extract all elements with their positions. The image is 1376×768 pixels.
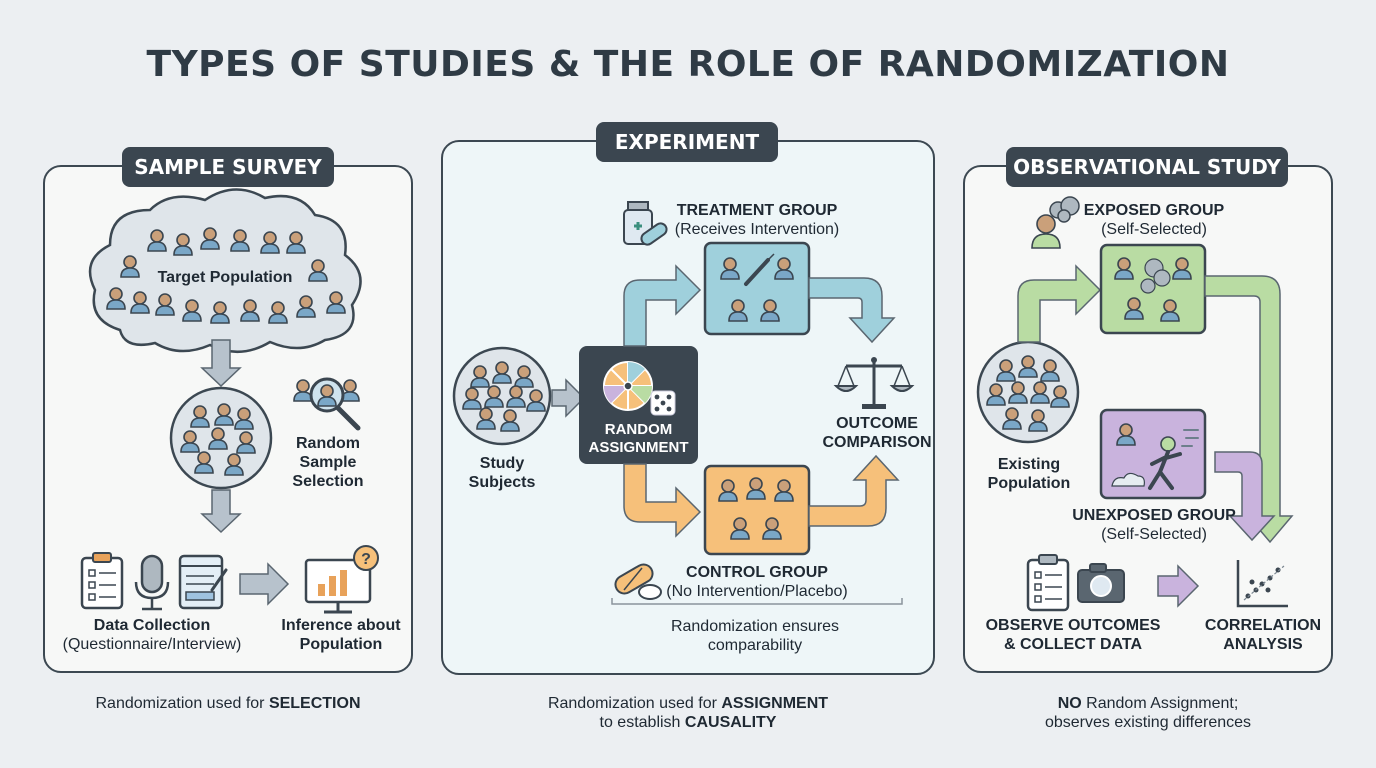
magnifier-icon [293,377,361,431]
random-assignment-box [579,346,698,464]
form-icon [178,554,228,610]
arrow-to-exposed [1017,264,1102,343]
arrow-right-observe [1157,564,1200,608]
sample-circle [169,386,273,490]
medicine-bottle-icon [623,201,668,246]
treatment-group-box [703,241,811,336]
monitor-chart-icon: ? [304,545,379,614]
arrow-down-2 [200,489,242,534]
experiment-caption: Randomization used for ASSIGNMENT to est… [547,695,829,731]
clipboard-icon-observe [1026,554,1070,612]
arrow-right-survey [239,562,290,606]
smoker-icon [1031,196,1080,249]
control-group-box [703,464,811,556]
camera-icon [1077,563,1125,603]
data-collection-label: Data Collection(Questionnaire/Interview) [62,617,242,653]
arrow-control-to-outcome [808,454,900,527]
observe-outcomes-label: OBSERVE OUTCOMES& COLLECT DATA [985,617,1161,653]
arrow-treatment-to-outcome [808,277,896,344]
clipboard-icon [80,552,124,610]
unexposed-group-box [1099,408,1207,500]
control-group-label: CONTROL GROUP(No Intervention/Placebo) [666,564,848,600]
comparability-bracket [611,598,903,605]
scale-icon [833,357,915,409]
sample-survey-badge: SAMPLE SURVEY [122,147,334,187]
survey-caption: Randomization used for SELECTION [95,695,361,712]
unexposed-group-label: UNEXPOSED GROUP(Self-Selected) [1072,507,1236,543]
experiment-badge: EXPERIMENT [596,122,778,162]
arrow-to-control [623,463,702,538]
arrow-down-1 [200,339,242,388]
study-subjects-circle [452,346,552,446]
arrow-to-treatment [623,264,702,347]
page-title: TYPES OF STUDIES & THE ROLE OF RANDOMIZA… [146,44,1230,85]
microphone-icon [134,554,170,611]
treatment-group-label: TREATMENT GROUP(Receives Intervention) [674,202,840,238]
scatter-plot-icon [1236,560,1288,608]
observational-caption: NO Random Assignment; observes existing … [1044,695,1252,731]
existing-population-circle [976,340,1080,444]
exposed-group-label: EXPOSED GROUP(Self-Selected) [1083,202,1225,238]
pill-icon [614,563,662,600]
exposed-group-box [1099,243,1207,335]
svg-text:?: ? [361,551,371,568]
arrow-to-assignment [551,378,586,418]
arrow-unexposed-to-analysis [1214,451,1276,542]
observational-study-badge: OBSERVATIONAL STUDY [1006,147,1288,187]
target-population-label: Target Population [157,269,293,286]
